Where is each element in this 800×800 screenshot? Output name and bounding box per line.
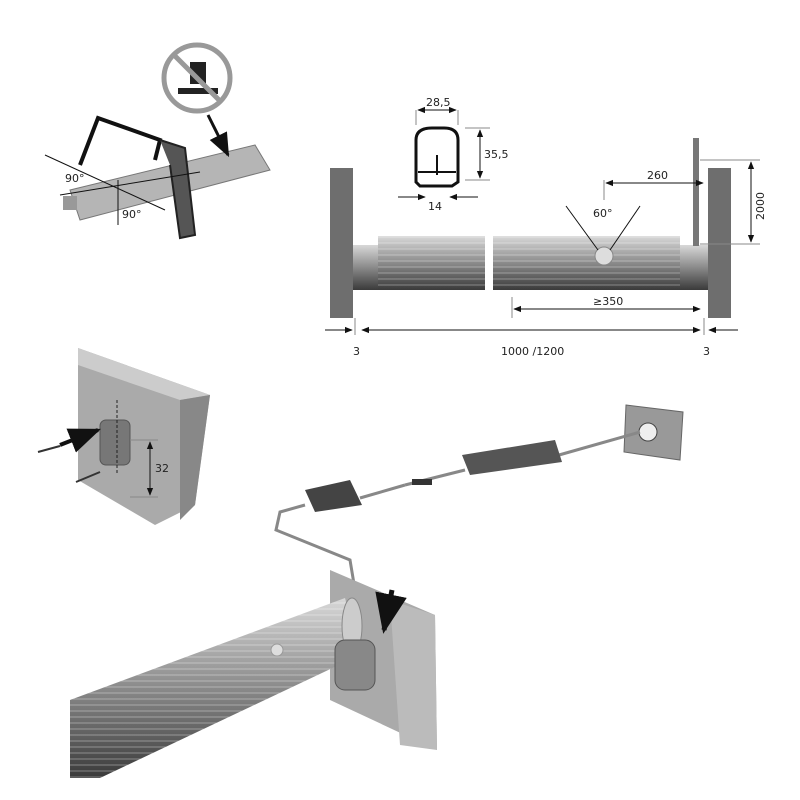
- cable: [274, 503, 362, 621]
- right-wall: [708, 168, 731, 318]
- min-distance-label: ≥350: [593, 295, 623, 308]
- mounted-sensor: [270, 643, 284, 657]
- left-end-cap: [353, 245, 378, 290]
- bracket-mounting: 32: [37, 348, 210, 525]
- junction-box: [305, 480, 362, 512]
- cutting-step: 90° 90°: [44, 42, 271, 240]
- no-weight-icon: [161, 42, 233, 114]
- right-gap-label: 3: [703, 345, 710, 358]
- mounted-bracket: [334, 639, 376, 691]
- sensor-offset-label: 260: [647, 169, 668, 182]
- pointer-arrow: [206, 114, 230, 158]
- profile-section: 28,5 35,5 14: [398, 96, 509, 213]
- left-wall: [330, 168, 353, 318]
- angle-line: [59, 171, 201, 196]
- left-gap-label: 3: [353, 345, 360, 358]
- screw-arrow: [59, 428, 101, 453]
- length-label: 1000 /1200: [501, 345, 564, 358]
- tube-end: [63, 196, 77, 210]
- sensor-cable: [693, 138, 699, 246]
- right-end-cap: [680, 245, 708, 290]
- final-installation: [70, 404, 684, 778]
- angle-label-2: 90°: [122, 208, 142, 221]
- bracket: [99, 419, 131, 466]
- profile-height-label: 35,5: [484, 148, 509, 161]
- angle-line: [44, 154, 166, 211]
- tube-assembly: 60° 260 2000 ≥350 3 1000 /1200 3: [325, 138, 767, 358]
- driver-box: [462, 440, 562, 475]
- profile-width-label: 28,5: [426, 96, 451, 109]
- sensor: [594, 246, 614, 266]
- sensor-angle-label: 60°: [593, 207, 613, 220]
- insert-arrow: [375, 589, 407, 634]
- hole-spacing-label: 32: [155, 462, 169, 475]
- height-label: 2000: [754, 192, 767, 220]
- hacksaw-frame: [78, 115, 163, 166]
- hacksaw-handle: [159, 139, 197, 240]
- angle-label-1: 90°: [65, 172, 85, 185]
- screw: [75, 471, 101, 483]
- screw: [37, 445, 61, 453]
- profile-slot-label: 14: [428, 200, 442, 213]
